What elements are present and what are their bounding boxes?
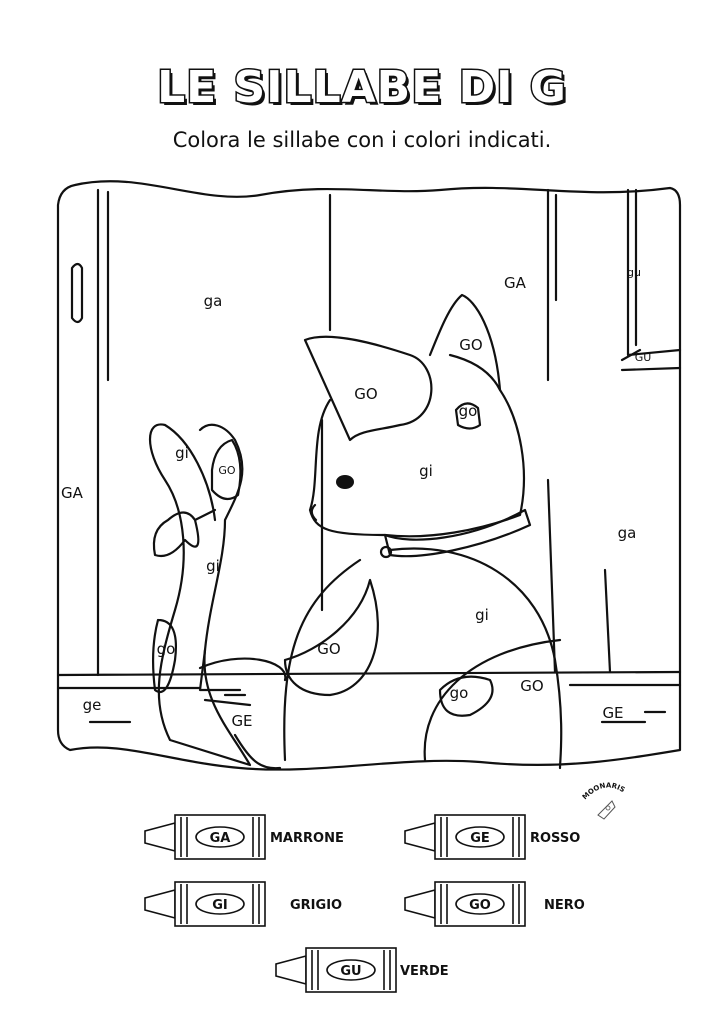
page-title: LE SILLABE DI G bbox=[156, 61, 568, 115]
moonaris-logo: MOONARIS bbox=[581, 781, 626, 820]
legend-syllable: GA bbox=[210, 831, 231, 846]
syllable: GU bbox=[635, 351, 652, 364]
syllable: go bbox=[157, 640, 176, 658]
cat-eye bbox=[336, 475, 354, 489]
syllable: gi bbox=[419, 462, 433, 480]
legend-item-ga: GA MARRONE bbox=[144, 814, 344, 860]
syllable: ga bbox=[618, 524, 637, 542]
syllable: ga bbox=[204, 292, 223, 310]
legend-color-name: GRIGIO bbox=[290, 898, 342, 913]
syllable: GA bbox=[504, 274, 527, 292]
syllable: GO bbox=[218, 464, 236, 477]
legend-item-gi: GI GRIGIO bbox=[144, 881, 342, 927]
crayon-icon bbox=[144, 881, 266, 927]
legend-syllable: GU bbox=[340, 964, 361, 979]
syllable: go bbox=[450, 684, 469, 702]
legend-color-name: ROSSO bbox=[530, 831, 580, 846]
syllable: GE bbox=[602, 704, 623, 722]
legend-syllable: GO bbox=[469, 898, 491, 913]
syllable: gi bbox=[475, 606, 489, 624]
crayon-icon bbox=[404, 814, 526, 860]
instructions: Colora le sillabe con i colori indicati. bbox=[172, 128, 552, 152]
crayon-icon bbox=[404, 881, 526, 927]
legend-color-name: MARRONE bbox=[270, 831, 344, 846]
syllable: GO bbox=[459, 336, 482, 354]
cat-body bbox=[198, 547, 563, 770]
syllable: GO bbox=[354, 385, 377, 403]
legend-color-name: VERDE bbox=[400, 964, 449, 979]
window-frame bbox=[56, 180, 682, 771]
syllable: gu bbox=[627, 266, 641, 279]
legend-item-ge: GE ROSSO bbox=[404, 814, 580, 860]
syllable-labels: ga GA gu GO GU GO go gi GO gi GA ga gi g… bbox=[61, 266, 651, 730]
syllable: GO bbox=[317, 640, 340, 658]
syllable: GE bbox=[231, 712, 252, 730]
legend-color-name: NERO bbox=[544, 898, 585, 913]
svg-text:MOONARIS: MOONARIS bbox=[581, 781, 626, 801]
legend-item-go: GO NERO bbox=[404, 881, 585, 927]
cat-head bbox=[308, 353, 526, 538]
syllable: go bbox=[459, 402, 478, 420]
syllable: GA bbox=[61, 484, 84, 502]
syllable: GO bbox=[520, 677, 543, 695]
syllable: gi bbox=[175, 444, 189, 462]
syllable: ge bbox=[83, 696, 102, 714]
legend-item-gu: GU VERDE bbox=[275, 947, 449, 993]
legend-syllable: GE bbox=[470, 831, 490, 846]
crayon-icon bbox=[275, 947, 397, 993]
legend-syllable: GI bbox=[212, 898, 228, 913]
syllable: gi bbox=[206, 557, 220, 575]
crayon-icon bbox=[144, 814, 266, 860]
